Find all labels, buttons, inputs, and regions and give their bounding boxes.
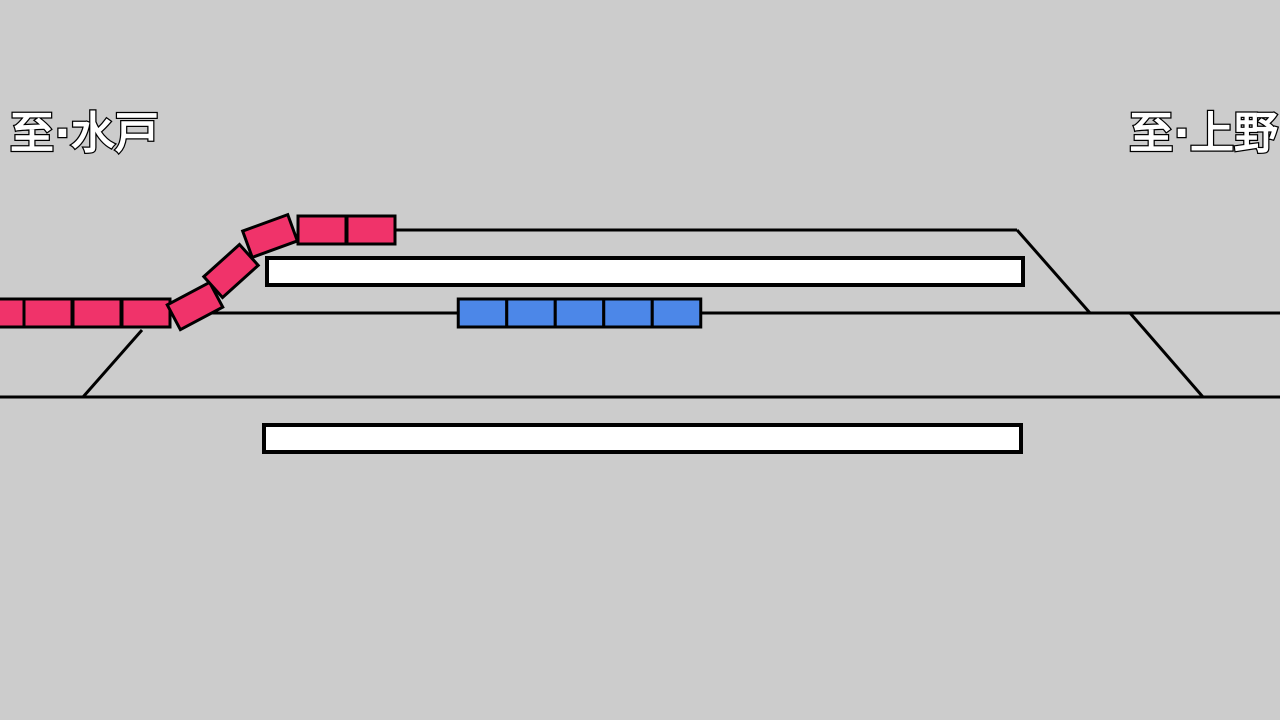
red-train-car-4 (120, 297, 172, 329)
blue-train-car-1 (456, 297, 509, 329)
red-train-car-7 (240, 212, 300, 260)
platform-lower (262, 423, 1023, 454)
destination-label-mito: 至·水戸 (10, 108, 159, 159)
blue-train-car-2 (505, 297, 557, 329)
red-train (0, 212, 397, 332)
red-train-car-6 (201, 242, 261, 300)
red-train-car-3 (71, 297, 123, 329)
blue-train-car-4 (602, 297, 654, 329)
crossover-upper-right (1015, 229, 1092, 314)
platform-upper (265, 256, 1025, 287)
red-train-car-8 (296, 214, 348, 246)
blue-train-car-5 (650, 297, 703, 329)
red-train-car-5 (165, 280, 225, 332)
blue-train-car-3 (553, 297, 606, 329)
destination-label-ueno: 至·上野 (1129, 108, 1278, 159)
red-train-car-2 (22, 297, 74, 329)
crossover-lower-right (1128, 312, 1205, 398)
blue-train (456, 297, 703, 329)
red-train-car-9 (345, 214, 397, 246)
crossover-left (81, 329, 144, 398)
